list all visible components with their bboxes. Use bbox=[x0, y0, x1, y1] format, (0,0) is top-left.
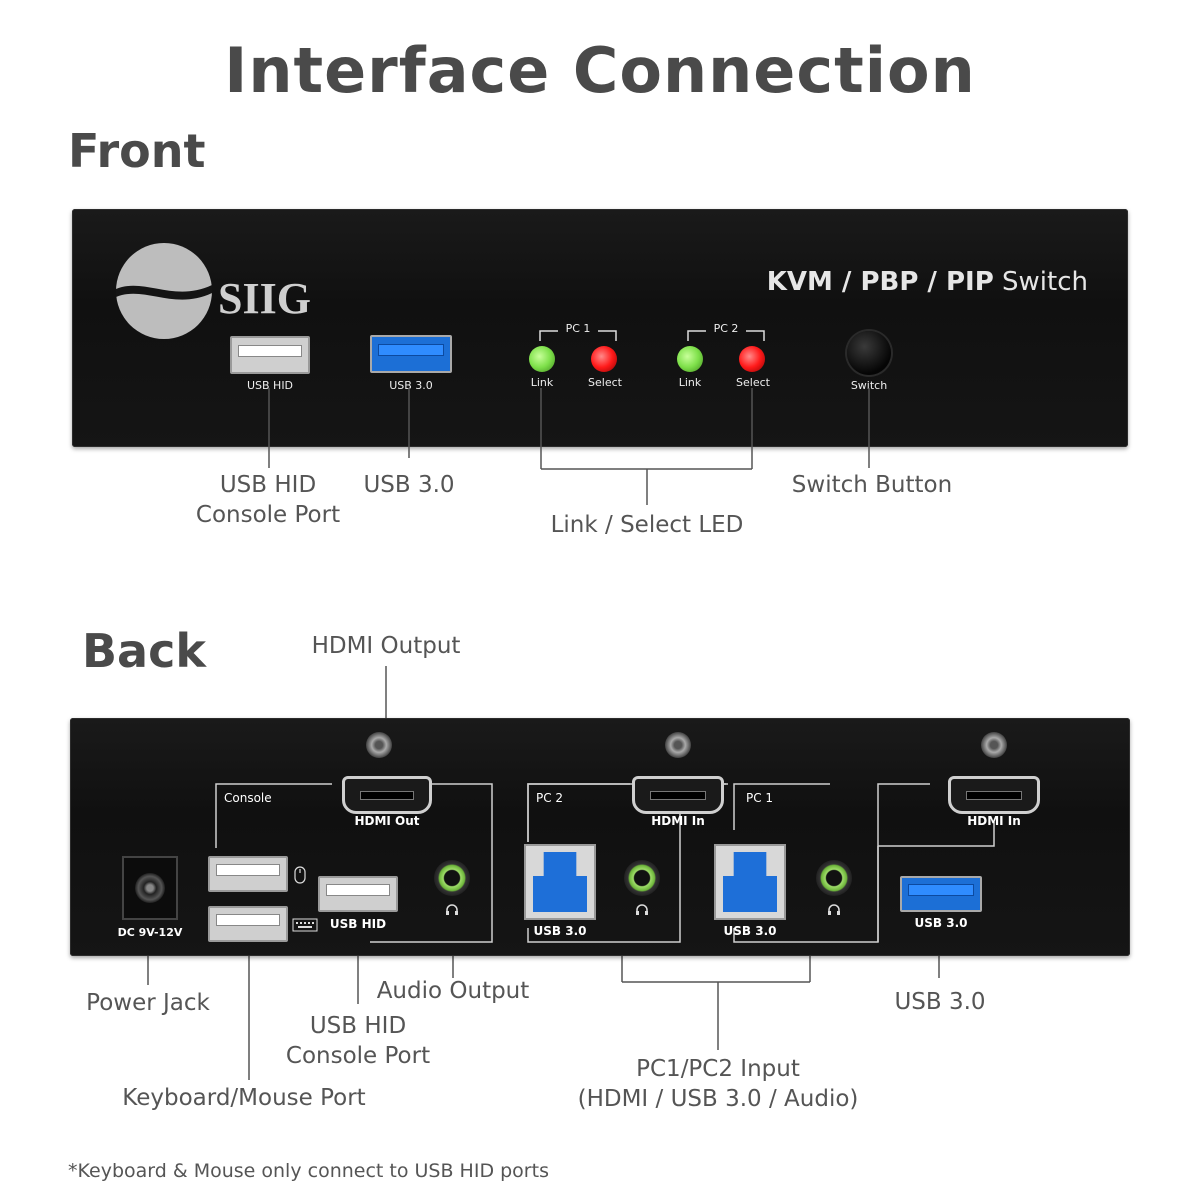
callout-front-usb3: USB 3.0 bbox=[363, 472, 455, 498]
siig-logo-icon bbox=[116, 243, 212, 339]
callout-back-usb3: USB 3.0 bbox=[894, 989, 986, 1015]
callout-back-usb-hid-line2: Console Port bbox=[285, 1043, 431, 1069]
headphone-icon bbox=[636, 904, 648, 915]
back-heading: Back bbox=[82, 624, 206, 678]
callout-power-jack: Power Jack bbox=[86, 990, 210, 1016]
callout-keyboard-mouse: Keyboard/Mouse Port bbox=[122, 1085, 366, 1111]
mouse-icon bbox=[294, 866, 306, 884]
pc2-link-label: Link bbox=[678, 376, 702, 389]
hdmi-out-label: HDMI Out bbox=[354, 814, 420, 828]
pc1-link-label: Link bbox=[530, 376, 554, 389]
pc2-select-led bbox=[739, 346, 765, 372]
screw-icon bbox=[665, 732, 691, 758]
pc1-select-label: Select bbox=[588, 376, 622, 389]
port-group-lines bbox=[215, 783, 995, 943]
callout-usb-hid-line1: USB HID bbox=[219, 472, 317, 498]
console-group-label: Console bbox=[224, 791, 272, 805]
dc-label: DC 9V-12V bbox=[117, 926, 183, 939]
pc2-select-label: Select bbox=[736, 376, 770, 389]
pc2-bracket bbox=[687, 330, 765, 341]
power-jack[interactable] bbox=[122, 856, 178, 920]
switch-button[interactable] bbox=[847, 331, 891, 375]
front-heading: Front bbox=[68, 124, 206, 178]
back-usb3-label: USB 3.0 bbox=[914, 916, 968, 930]
brand-name: SIIG bbox=[218, 274, 311, 323]
page-title: Interface Connection bbox=[224, 34, 976, 107]
pc2-usb3-b-port[interactable] bbox=[524, 844, 596, 920]
callout-hdmi-output: HDMI Output bbox=[311, 633, 461, 659]
headphone-icon bbox=[446, 904, 458, 915]
pc1-link-led bbox=[529, 346, 555, 372]
switch-label: Switch bbox=[850, 379, 888, 392]
pc2-audio-jack[interactable] bbox=[624, 860, 660, 896]
keyboard-icon bbox=[292, 918, 318, 932]
pc2-hdmi-in-label: HDMI In bbox=[651, 814, 705, 828]
front-usb3-port[interactable] bbox=[370, 335, 452, 373]
pc2-link-led bbox=[677, 346, 703, 372]
product-name: KVM / PBP / PIP Switch bbox=[767, 267, 1088, 297]
pc1-group-label: PC 1 bbox=[746, 791, 774, 805]
pc1-bracket bbox=[539, 330, 617, 341]
screw-icon bbox=[366, 732, 392, 758]
pc1-usb3-label: USB 3.0 bbox=[723, 924, 777, 938]
keyboard-usb-port[interactable] bbox=[208, 906, 288, 942]
footnote: *Keyboard & Mouse only connect to USB HI… bbox=[68, 1160, 549, 1182]
pc1-hdmi-in-label: HDMI In bbox=[967, 814, 1021, 828]
front-usb3-label: USB 3.0 bbox=[389, 379, 433, 392]
front-usb-hid-label: USB HID bbox=[246, 379, 294, 392]
headphone-icon bbox=[828, 904, 840, 915]
pc2-label: PC 2 bbox=[713, 322, 739, 335]
console-audio-jack[interactable] bbox=[434, 860, 470, 896]
callout-pc-input-line1: PC1/PC2 Input bbox=[636, 1056, 800, 1082]
pc2-usb3-label: USB 3.0 bbox=[533, 924, 587, 938]
product-name-bold: KVM / PBP / PIP bbox=[766, 267, 994, 297]
callout-pc-input-line2: (HDMI / USB 3.0 / Audio) bbox=[577, 1086, 859, 1112]
back-usb-hid-port[interactable] bbox=[318, 876, 398, 912]
back-usb-hid-label: USB HID bbox=[329, 917, 387, 931]
pc1-usb3-b-port[interactable] bbox=[714, 844, 786, 920]
callout-switch: Switch Button bbox=[791, 472, 953, 498]
callout-audio-output: Audio Output bbox=[376, 978, 530, 1004]
back-panel: Console PC 2 PC 1 HDMI Out HDMI In HDMI … bbox=[70, 718, 1130, 956]
pc2-group-label: PC 2 bbox=[536, 791, 564, 805]
callout-usb-hid-line2: Console Port bbox=[195, 502, 341, 528]
product-name-light: Switch bbox=[1002, 267, 1088, 297]
pc1-audio-jack[interactable] bbox=[816, 860, 852, 896]
back-usb3-port[interactable] bbox=[900, 876, 982, 912]
mouse-usb-port[interactable] bbox=[208, 856, 288, 892]
front-usb-hid-port[interactable] bbox=[230, 336, 310, 374]
pc1-label: PC 1 bbox=[565, 322, 591, 335]
front-panel: SIIG KVM / PBP / PIP Switch USB HID USB … bbox=[72, 209, 1128, 447]
callout-led: Link / Select LED bbox=[550, 512, 744, 538]
pc1-hdmi-in-port[interactable] bbox=[948, 776, 1040, 814]
screw-icon bbox=[981, 732, 1007, 758]
pc1-select-led bbox=[591, 346, 617, 372]
hdmi-out-port[interactable] bbox=[342, 776, 432, 814]
pc2-hdmi-in-port[interactable] bbox=[632, 776, 724, 814]
callout-back-usb-hid-line1: USB HID bbox=[309, 1013, 407, 1039]
